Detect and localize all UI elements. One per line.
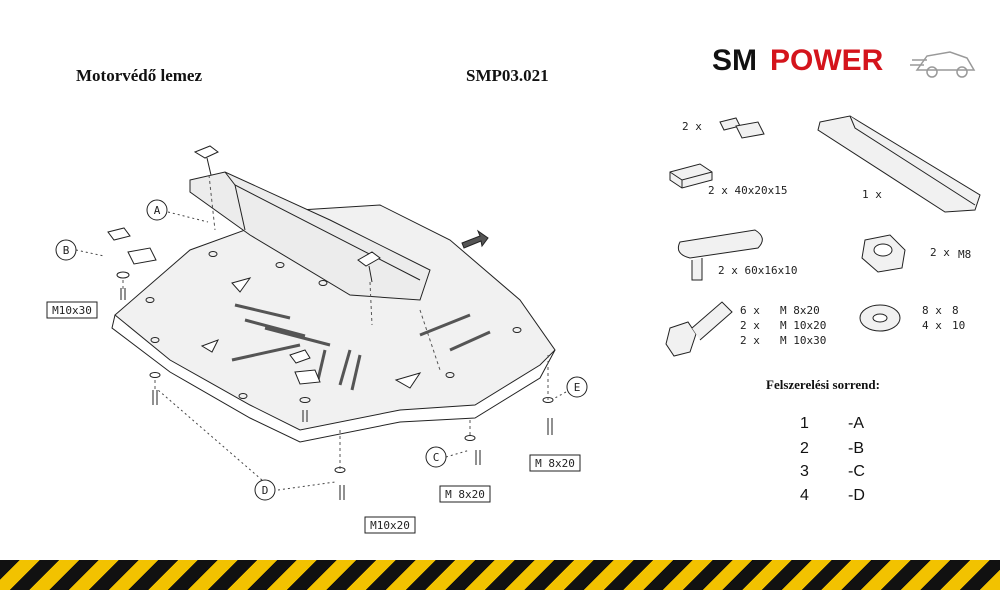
sequence-title: Felszerelési sorrend: <box>766 377 880 392</box>
washer-qty-1: 8 x <box>922 304 942 317</box>
spacer-block <box>669 163 713 189</box>
sequence-step: 4 -D <box>800 487 865 505</box>
step-code: -D <box>848 487 865 504</box>
spacer-label: 2 x 40x20x15 <box>708 184 787 197</box>
smpower-logo: SM POWER <box>712 44 976 78</box>
step-code: -B <box>848 440 864 457</box>
label-m8x20-e-text: M 8x20 <box>535 457 575 470</box>
bolt-size-2: M 10x20 <box>780 319 826 332</box>
upper-rail <box>189 171 431 301</box>
hex-nut <box>861 234 906 273</box>
t-bolt <box>677 229 763 281</box>
bracket-qty: 2 x <box>682 120 702 133</box>
callout-b: B <box>55 239 77 261</box>
hazard-stripe-footer <box>0 560 1000 590</box>
callout-c-label: C <box>433 451 440 464</box>
document-title: Motorvédő lemez <box>76 66 203 85</box>
exploded-assembly-diagram: A B C D E M10x30 M 8x20 M 8x20 M10x20 <box>46 145 588 534</box>
step-code: -A <box>848 415 864 432</box>
parts-list: 2 x 2 x 40x20x15 1 x 2 x 60x16x10 2 x M8… <box>665 115 981 357</box>
washer <box>859 304 901 332</box>
step-number: 2 <box>800 440 809 457</box>
label-m10x20: M10x20 <box>364 516 416 534</box>
logo-text-power: POWER <box>770 44 884 77</box>
bolt-qty-3: 2 x <box>740 334 760 347</box>
label-m10x30-text: M10x30 <box>52 304 92 317</box>
bolt-size-1: M 8x20 <box>780 304 820 317</box>
step-number: 3 <box>800 463 809 480</box>
callout-b-label: B <box>63 244 70 257</box>
sequence-step: 3 -C <box>800 463 865 481</box>
step-code: -C <box>848 463 865 480</box>
callout-d: D <box>254 479 276 501</box>
bolt-qty-2: 2 x <box>740 319 760 332</box>
hex-bolt <box>665 301 733 357</box>
sequence-step: 2 -B <box>800 440 864 458</box>
label-m8x20-e: M 8x20 <box>529 454 581 472</box>
tbolt-label: 2 x 60x16x10 <box>718 264 797 277</box>
part-number: SMP03.021 <box>466 66 549 85</box>
bolt-qty-1: 6 x <box>740 304 760 317</box>
label-m10x20-text: M10x20 <box>370 519 410 532</box>
step-number: 4 <box>800 487 809 504</box>
washer-size-2: 10 <box>952 319 965 332</box>
rail-qty: 1 x <box>862 188 882 201</box>
callout-d-label: D <box>262 484 269 497</box>
washer-qty-2: 4 x <box>922 319 942 332</box>
callout-e-label: E <box>574 381 581 394</box>
label-m8x20-c: M 8x20 <box>439 485 491 503</box>
step-number: 1 <box>800 415 809 432</box>
label-m10x30: M10x30 <box>46 301 98 319</box>
callout-e: E <box>566 376 588 398</box>
nut-size: M8 <box>958 248 971 261</box>
washer-size-1: 8 <box>952 304 959 317</box>
callout-a-label: A <box>154 204 161 217</box>
sequence-step: 1 -A <box>800 415 864 433</box>
callout-a: A <box>146 199 168 221</box>
front-direction-arrow <box>461 229 489 249</box>
bolt-size-3: M 10x30 <box>780 334 826 347</box>
nut-qty: 2 x <box>930 246 950 259</box>
mounting-rail <box>817 115 981 213</box>
bracket-part <box>719 117 765 139</box>
label-m8x20-c-text: M 8x20 <box>445 488 485 501</box>
callout-c: C <box>425 446 447 468</box>
logo-text-sm: SM <box>712 44 757 77</box>
car-silhouette-icon <box>910 51 976 78</box>
